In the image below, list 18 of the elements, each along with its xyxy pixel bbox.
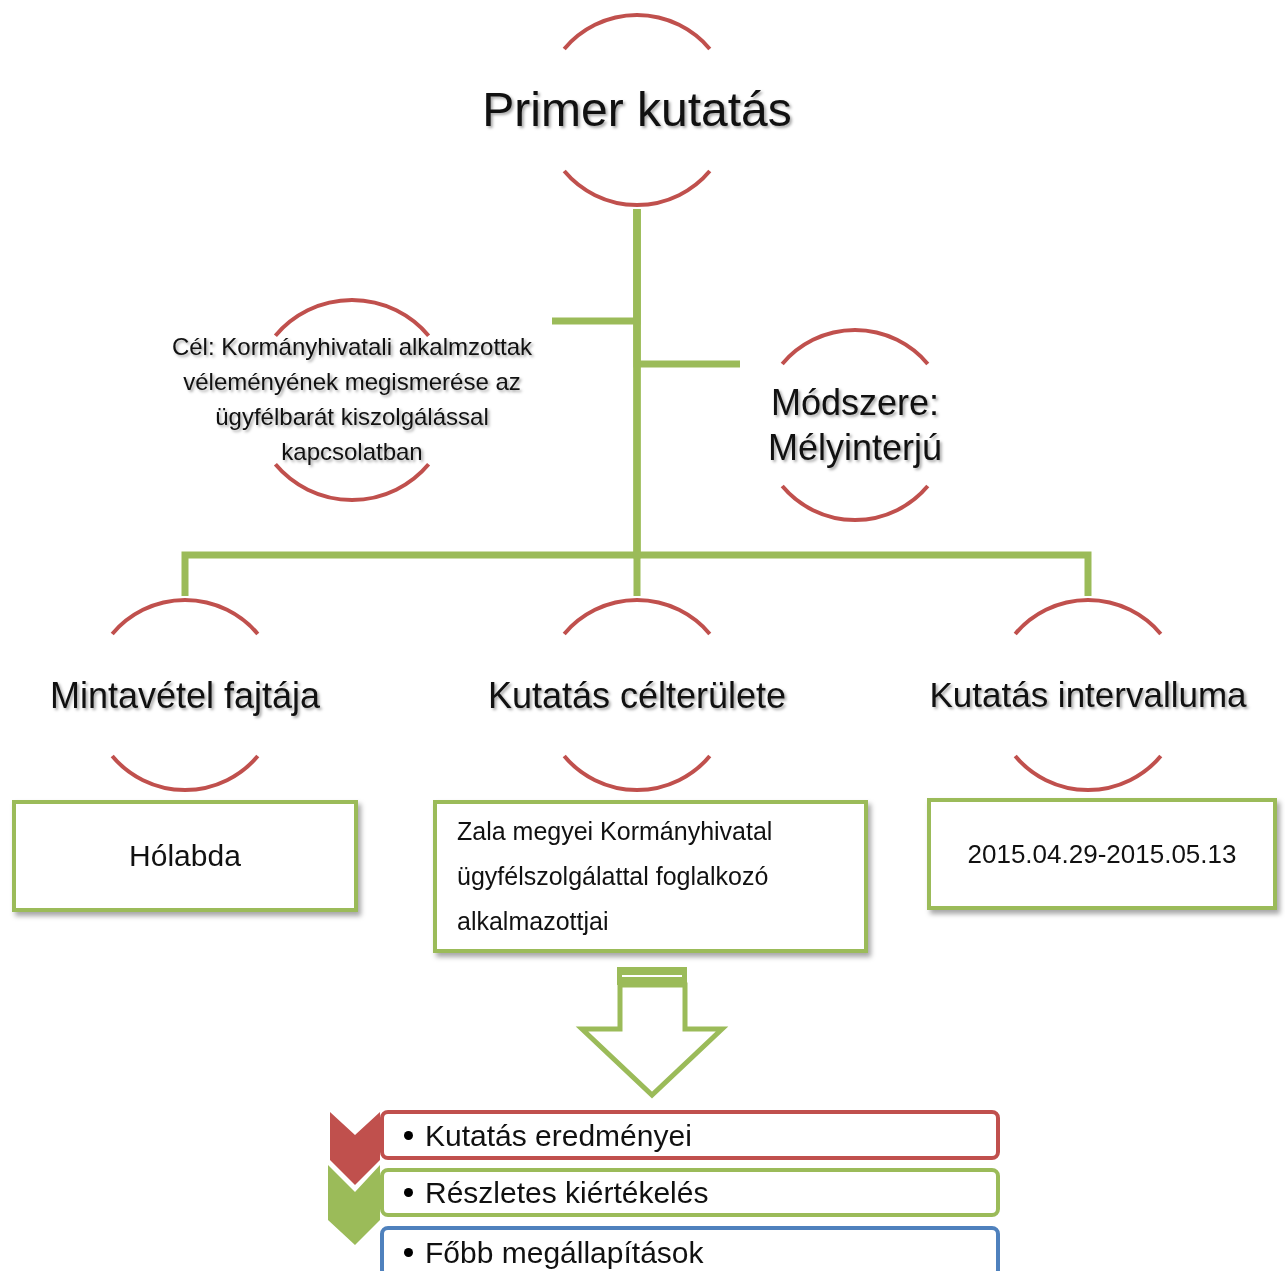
node-label: Mintavétel fajtája [49,673,321,718]
text-box [12,800,358,912]
node-label: Kutatás célterülete [487,673,787,718]
list-item-text: Részletes kiértékelés [425,1176,709,1209]
node-label: Primer kutatás [482,82,792,138]
list-item-text: Főbb megállapítások [425,1235,704,1269]
list-item-box [380,1110,1000,1160]
box-text: 2015.04.29-2015.05.13 [967,837,1237,871]
text-box [433,800,868,953]
list-item-text: Kutatás eredményei [425,1118,692,1152]
list-item-box [380,1168,1000,1217]
text-box [927,798,1277,910]
node-label: Kutatás intervalluma [929,674,1247,717]
box-text: Hólabda [129,838,241,874]
box-text: Zala megyei Kormányhivatal ügyfélszolgálattal foglalkozó alkalmazottjai [457,816,774,937]
node-label: Módszere: Mélyinterjú [766,381,944,470]
node-label: Cél: Kormányhivatali alkalmzottak véleményének megismerése az ügyfélbarát kiszolgálással kapcsolatban [170,332,534,467]
list-item-box [380,1226,1000,1271]
